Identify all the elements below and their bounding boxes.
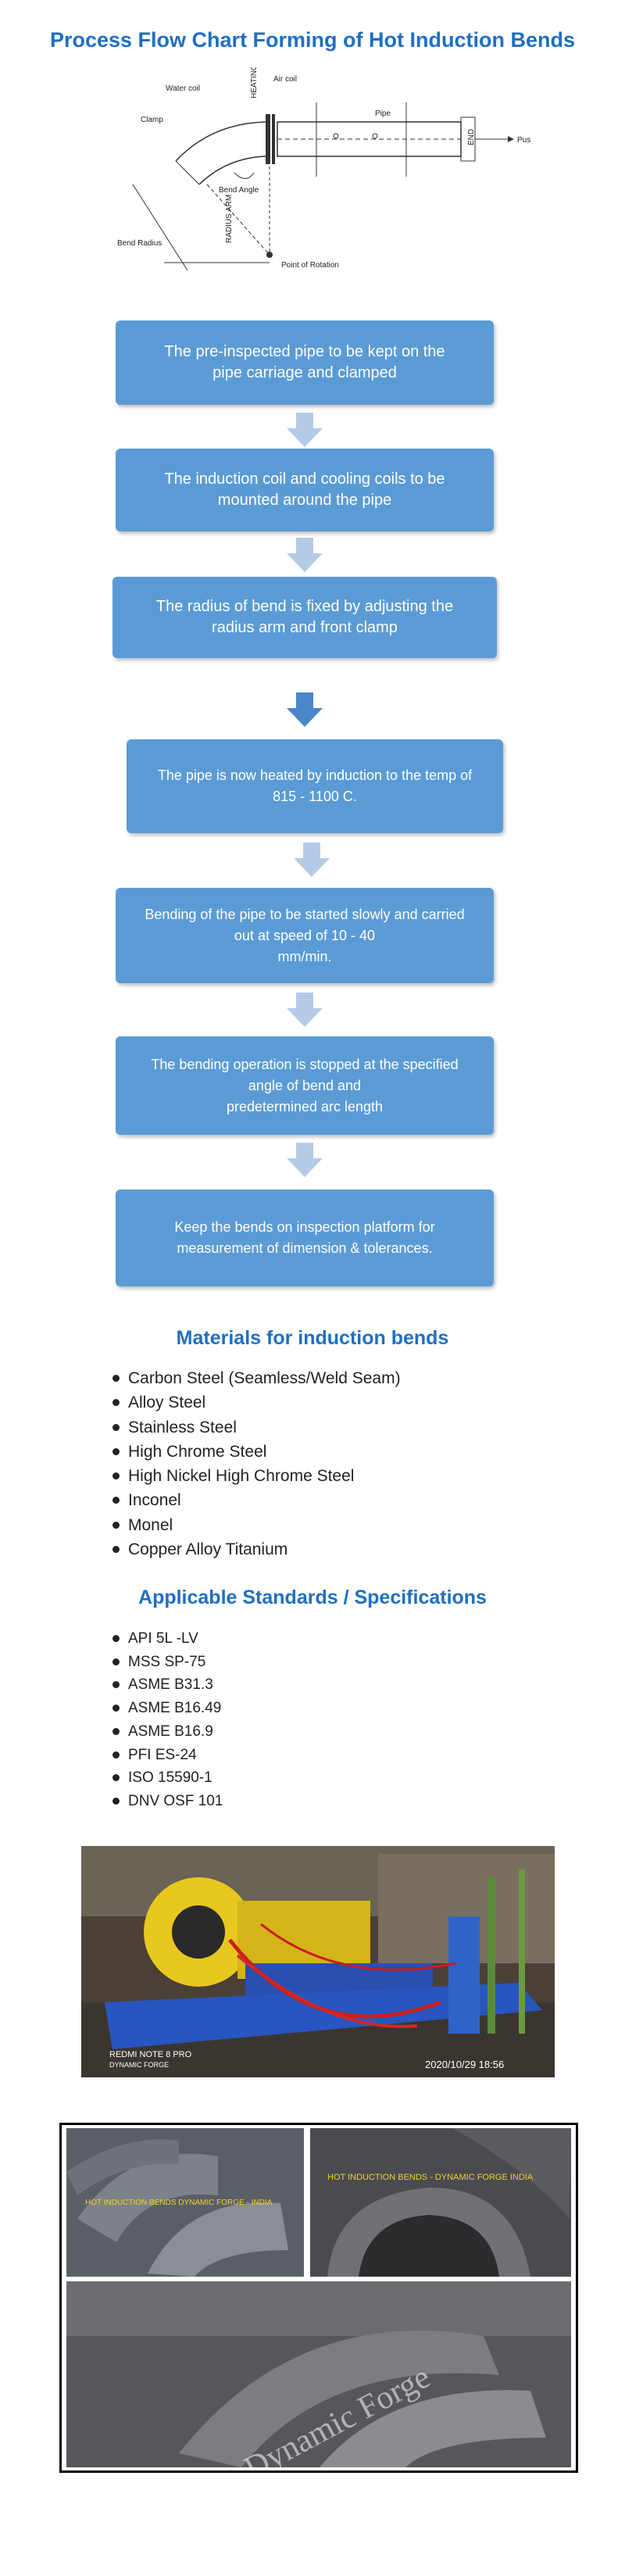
flow-step-6-line-3: predetermined arc length [226,1098,384,1114]
right-photo-caption: HOT INDUCTION BENDS - DYNAMIC FORGE INDI… [327,2173,534,2182]
page-title: Process Flow Chart Forming of Hot Induct… [49,28,576,52]
flow-step-2: The induction coil and cooling coils to … [116,449,494,531]
standard-item: MSS SP-75 [111,1651,423,1674]
material-item: Stainless Steel [111,1415,502,1440]
flow-step-3-line-1: The radius of bend is fixed by adjusting… [155,598,454,615]
standard-item: ASME B16.9 [111,1720,423,1744]
flow-step-4-line-2: 815 - 1100 C. [273,789,357,804]
pipe-label: Pipe [375,109,391,118]
standard-item: API 5L -LV [111,1627,423,1651]
flow-arrow-3 [287,692,323,727]
flow-step-5-line-2: out at speed of 10 - 40 [234,927,376,943]
bends-photo-bottom: Dynamic Forge [66,2281,571,2470]
flow-arrow-2 [287,538,323,572]
heating-zone-label: HEATING ZONE [250,67,259,98]
material-item: High Nickel High Chrome Steel [111,1464,502,1488]
material-item: Copper Alloy Titanium [111,1537,502,1562]
flow-step-3-line-2: radius arm and front clamp [212,619,398,636]
bends-photo-left: HOT INDUCTION BENDS DYNAMIC FORGE - INDI… [66,2128,304,2277]
standards-list: API 5L -LV MSS SP-75 ASME B31.3 ASME B16… [111,1627,423,1813]
flow-step-2-line-2: mounted around the pipe [217,492,392,509]
machine-photo: REDMI NOTE 8 PRO DYNAMIC FORGE 2020/10/2… [81,1846,555,2077]
materials-title: Materials for induction bends [176,1327,449,1349]
material-item: Carbon Steel (Seamless/Weld Seam) [111,1366,502,1390]
flow-arrow-6 [287,1143,323,1177]
flow-step-5: Bending of the pipe to be started slowly… [116,888,494,983]
bend-angle-label: Bend Angle [219,186,259,195]
flow-step-5-line-1: Bending of the pipe to be started slowly… [145,906,465,922]
flow-step-1: The pre-inspected pipe to be kept on the… [116,320,494,405]
flow-arrow-4 [294,843,330,877]
flow-arrow-5 [287,993,323,1027]
air-coil-label: Air coil [273,75,297,84]
flow-step-1-line-1: The pre-inspected pipe to be kept on the [164,343,445,360]
standard-item: ISO 15590-1 [111,1766,423,1790]
flow-step-7-line-1: Keep the bends on inspection platform fo… [174,1219,435,1235]
clamp-label: Clamp [141,116,163,124]
flow-step-4-line-1: The pipe is now heated by induction to t… [157,767,473,783]
standard-item: ASME B16.49 [111,1697,423,1720]
camera-subtext: DYNAMIC FORGE [109,2061,169,2069]
material-item: Inconel [111,1488,502,1512]
end-label: END [467,129,476,145]
radius-arm-label: RADIUS ARM [225,195,234,243]
flow-step-3: The radius of bend is fixed by adjusting… [112,577,497,658]
left-photo-caption: HOT INDUCTION BENDS DYNAMIC FORGE - INDI… [85,2199,273,2207]
point-of-rotation-label: Point of Rotation [281,261,339,270]
flow-step-7: Keep the bends on inspection platform fo… [116,1190,494,1286]
bend-radius-label: Bend Radius [117,239,162,248]
bends-photo-right: HOT INDUCTION BENDS - DYNAMIC FORGE INDI… [310,2128,571,2277]
flow-step-2-line-1: The induction coil and cooling coils to … [164,470,445,488]
bends-photo-collage: HOT INDUCTION BENDS DYNAMIC FORGE - INDI… [59,2123,578,2473]
standard-item: ASME B31.3 [111,1673,423,1697]
material-item: Alloy Steel [111,1390,502,1415]
material-item: High Chrome Steel [111,1440,502,1464]
material-item: Monel [111,1513,502,1537]
standard-item: DNV OSF 101 [111,1790,423,1813]
standard-item: PFI ES-24 [111,1744,423,1767]
flow-step-6-line-2: angle of bend and [248,1077,362,1093]
flow-step-6-line-1: The bending operation is stopped at the … [151,1056,459,1072]
flow-step-5-line-3: mm/min. [277,948,332,964]
water-coil-label: Water coil [166,84,200,93]
push-label: Pus [517,136,530,145]
standards-title: Applicable Standards / Specifications [138,1587,487,1608]
flow-step-1-line-2: pipe carriage and clamped [212,364,397,381]
flow-step-6: The bending operation is stopped at the … [116,1036,494,1135]
induction-bend-diagram: Water coil Air coil HEATING ZONE Clamp P… [117,67,530,271]
photo-timestamp: 2020/10/29 18:56 [425,2059,504,2070]
flow-step-4: The pipe is now heated by induction to t… [127,739,503,833]
materials-list: Carbon Steel (Seamless/Weld Seam) Alloy … [111,1366,502,1562]
flow-step-7-line-2: measurement of dimension & tolerances. [177,1240,433,1256]
camera-text: REDMI NOTE 8 PRO [109,2050,192,2059]
flow-arrow-1 [287,413,323,447]
